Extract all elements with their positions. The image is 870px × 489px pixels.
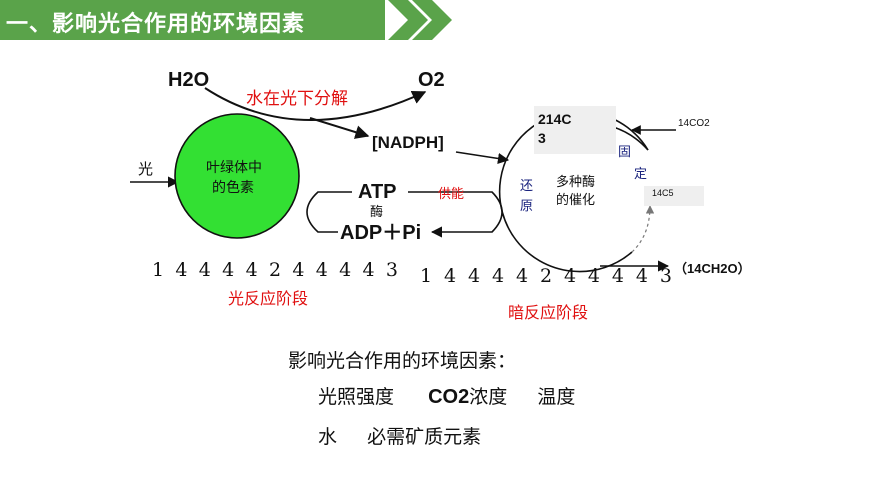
- page-title: 一、影响光合作用的环境因素: [6, 12, 306, 37]
- c3-box: [534, 106, 616, 154]
- fixation-char2: 定: [634, 167, 647, 182]
- factors-line2: 水 必需矿质元素: [318, 422, 481, 449]
- chevron-arrows-icon: [388, 0, 452, 40]
- factors-heading: 影响光合作用的环境因素：: [288, 350, 517, 372]
- o2-label: O2: [418, 69, 445, 91]
- enzymes-label-line2: 的催化: [556, 192, 595, 208]
- c5-box: [644, 186, 704, 206]
- adp-return-loop: [306, 191, 352, 233]
- water-split-arrow: [204, 87, 427, 121]
- reduction-char1: 还: [520, 179, 533, 194]
- atp-label: ATP: [358, 181, 397, 203]
- reduction-char2: 原: [520, 199, 533, 214]
- factor-temperature: 温度: [537, 386, 576, 408]
- fixation-char1: 固: [618, 145, 631, 160]
- adp-pi-label: ADP＋Pi: [340, 222, 421, 244]
- light-label: 光: [138, 160, 153, 178]
- nadph-label: [NADPH]: [372, 133, 444, 152]
- enzyme-label: 酶: [370, 204, 383, 220]
- dark-stage-label: 暗反应阶段: [508, 303, 588, 322]
- enzymes-label-line1: 多种酶: [556, 174, 595, 190]
- factor-co2-suffix: 浓度: [469, 386, 508, 408]
- c3-label-line2: 3: [538, 130, 546, 146]
- water-split-label: 水在光下分解: [246, 89, 348, 109]
- factor-light-intensity: 光照强度: [318, 386, 395, 408]
- nadph-to-cycle-arrow: [455, 151, 510, 165]
- factor-co2: CO2: [428, 386, 470, 408]
- chloroplast-label-line1: 叶绿体中: [206, 160, 262, 176]
- nadph-arrow: [309, 117, 370, 139]
- supply-energy-label: 供能: [438, 187, 464, 202]
- ch2o-label: （14CH2O）: [674, 261, 751, 276]
- factor-minerals: 必需矿质元素: [367, 426, 482, 448]
- dark-stage-brace: 1 4 4 4 4 2 4 4 4 4 3: [420, 265, 672, 287]
- c5-label: 14C5: [652, 188, 674, 198]
- light-stage-label: 光反应阶段: [228, 289, 308, 308]
- chloroplast-label-line2: 的色素: [212, 179, 254, 196]
- c5-regeneration-arrow: [631, 205, 655, 253]
- title-banner: 一、影响光合作用的环境因素: [0, 0, 385, 40]
- chloroplast-circle: [174, 113, 300, 239]
- light-stage-brace: 1 4 4 4 4 2 4 4 4 4 3: [152, 259, 398, 281]
- co2-label: 14CO2: [678, 118, 710, 129]
- factor-water: 水: [318, 426, 338, 448]
- c3-label-line1: 214C: [538, 111, 571, 127]
- factors-line1: 光照强度 CO2浓度 温度: [318, 382, 575, 409]
- h2o-label: H2O: [168, 69, 209, 91]
